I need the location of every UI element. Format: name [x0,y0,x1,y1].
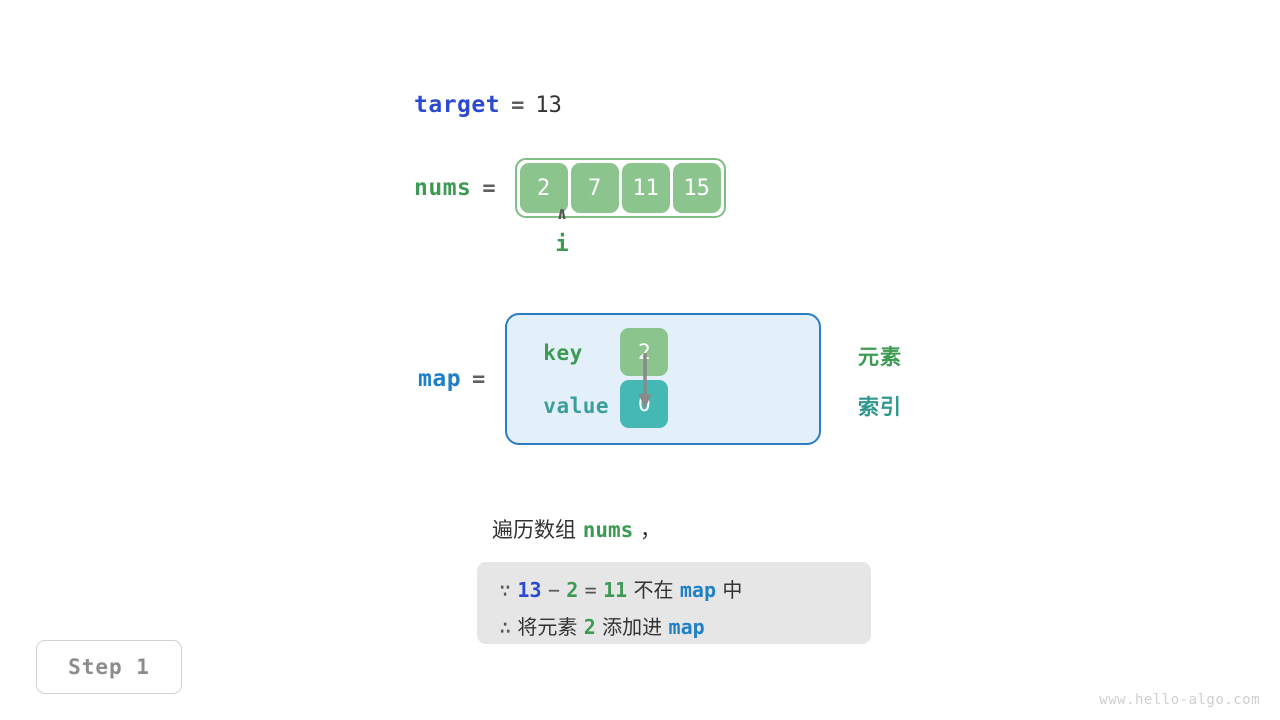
therefore-symbol-icon: ∴ [499,615,512,639]
target-value: 13 [535,93,562,118]
map-variable-name: map [418,366,462,392]
callout-text-in: 中 [722,578,743,602]
array-cell-2[interactable]: 11 [621,163,670,213]
caret-up-icon: ∧ [556,204,568,224]
because-symbol-icon: ∵ [499,578,512,602]
nums-row: nums = 2 7 11 15 [414,158,726,218]
watermark: www.hello-algo.com [1099,692,1260,708]
step-badge: Step 1 [36,640,182,694]
nums-variable-name: nums [414,175,472,201]
target-variable-name: target [414,92,501,118]
target-equals-sign: = [511,93,525,118]
array-cell-0[interactable]: 2 [519,163,568,213]
description-suffix: ， [633,518,661,542]
index-pointer: ∧ i [541,204,583,258]
callout-text-not-in: 不在 [633,578,674,602]
map-value-label: value [543,394,610,418]
nums-array-frame: 2 7 11 15 [514,158,726,218]
legend-index-label: 索引 [858,395,902,419]
callout-text-add-into: 添加进 [602,615,663,639]
callout-current-element: 2 [566,578,579,602]
target-row: target = 13 [414,92,562,118]
array-cell-1[interactable]: 7 [570,163,619,213]
callout-line-therefore: ∴ 将元素 2 添加进 map [499,611,705,640]
description-variable-nums: nums [582,518,634,542]
callout-map-reference-2: map [668,615,705,639]
map-container: key value 2 0 [505,313,822,445]
reasoning-callout-box: ∵ 13 − 2 = 11 不在 map 中 ∴ 将元素 2 添加进 map [477,562,871,644]
array-cell-3[interactable]: 15 [672,163,721,213]
callout-added-element: 2 [583,615,596,639]
description-line: 遍历数组 nums ， [492,514,661,544]
step-badge-label: Step 1 [68,655,150,679]
callout-text-add-element: 将元素 [517,615,578,639]
legend-element-label: 元素 [858,345,902,369]
map-row: map = key value 2 0 [418,313,822,445]
nums-equals-sign: = [482,175,496,201]
map-equals-sign: = [472,366,486,392]
map-key-cell[interactable]: 2 [620,328,669,376]
callout-equals-sign: = [584,578,597,602]
index-pointer-label: i [555,232,569,257]
description-prefix: 遍历数组 [492,518,583,542]
callout-line-because: ∵ 13 − 2 = 11 不在 map 中 [499,574,742,603]
callout-map-reference-1: map [679,578,717,602]
map-value-cell[interactable]: 0 [620,380,669,428]
callout-target-value: 13 [517,578,542,602]
callout-complement-value: 11 [603,578,628,602]
map-key-label: key [543,341,583,365]
callout-minus-sign: − [547,578,560,602]
